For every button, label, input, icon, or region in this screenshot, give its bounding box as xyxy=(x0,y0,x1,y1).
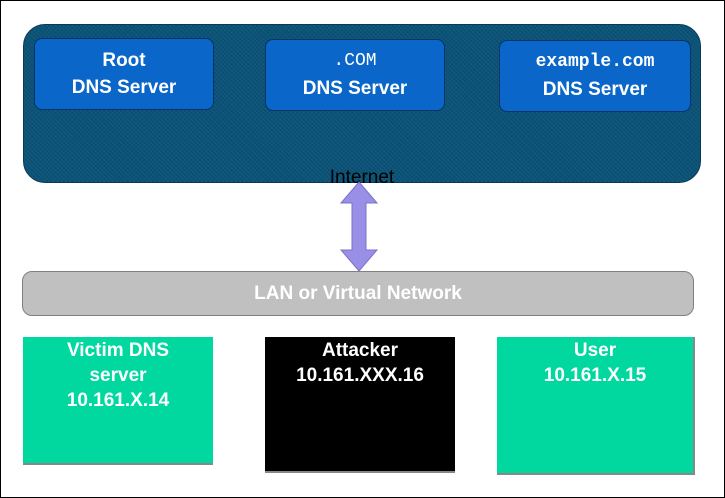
com-dns-server: .COM DNS Server xyxy=(265,39,445,111)
user-ip: 10.161.X.15 xyxy=(543,365,647,386)
root-dns-server-line2: DNS Server xyxy=(71,77,177,98)
user-line1: User xyxy=(573,340,617,361)
com-dns-server-line1: .COM xyxy=(333,51,377,71)
arrow-shape xyxy=(339,181,379,272)
example-com-dns-server: example.com DNS Server xyxy=(499,40,691,112)
attacker-line1: Attacker xyxy=(321,340,399,361)
victim-dns-server: Victim DNS server 10.161.X.14 xyxy=(23,337,213,465)
internet-cloud: Root DNS Server .COM DNS Server example.… xyxy=(23,24,701,188)
attacker-host: Attacker 10.161.XXX.16 xyxy=(265,337,455,473)
example-com-dns-server-line1: example.com xyxy=(535,52,655,72)
root-dns-server: Root DNS Server xyxy=(34,38,214,110)
bidirectional-arrow xyxy=(339,181,379,272)
lan-bar: LAN or Virtual Network xyxy=(22,271,694,316)
victim-ip: 10.161.X.14 xyxy=(66,390,170,411)
attacker-ip: 10.161.XXX.16 xyxy=(296,365,424,386)
internet-label: Internet xyxy=(329,167,395,188)
victim-line1: Victim DNS xyxy=(66,340,170,361)
example-com-dns-server-line2: DNS Server xyxy=(542,79,648,100)
victim-line2: server xyxy=(89,365,147,386)
user-host: User 10.161.X.15 xyxy=(497,337,695,475)
com-dns-server-line2: DNS Server xyxy=(302,78,408,99)
root-dns-server-line1: Root xyxy=(102,50,146,71)
